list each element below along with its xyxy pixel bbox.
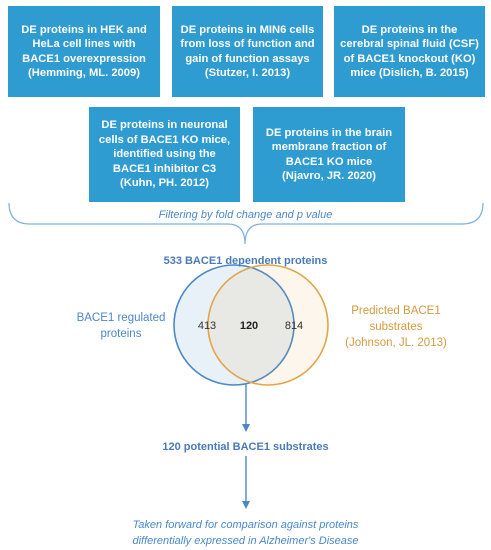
box-line: BACE1 KO mice <box>285 155 373 168</box>
box-line: identified using the <box>113 148 216 161</box>
label-line: (Johnson, JL. 2013) <box>345 337 447 349</box>
arrow-to-potential <box>242 383 250 432</box>
arrow-to-forward <box>242 456 250 509</box>
label-line: BACE1 regulated <box>76 312 166 324</box>
venn-right-count: 814 <box>284 320 304 332</box>
box-line: of BACE1 knockout (KO) <box>343 52 476 65</box>
box-line: cells of BACE1 KO mice, <box>98 133 231 146</box>
source-box-min6: DE proteins in MIN6 cells from loss of f… <box>172 6 323 97</box>
venn-left-circle <box>173 264 295 386</box>
venn-overlap-count: 120 <box>239 320 259 332</box>
box-line: membrane fraction of <box>271 141 387 153</box>
box-line: (Kuhn, PH. 2012) <box>120 177 209 190</box>
box-line: DE proteins in HEK and <box>21 23 147 36</box>
venn-left-label: BACE1 regulated proteins <box>46 310 196 342</box>
venn-right-circle <box>207 264 329 386</box>
source-box-neuronal: DE proteins in neuronal cells of BACE1 K… <box>89 107 240 202</box>
source-box-hek-hela: DE proteins in HEK and HeLa cell lines w… <box>8 6 160 97</box>
filter-caption: Filtering by fold change and p value <box>158 209 333 221</box>
source-box-brain: DE proteins in the brain membrane fracti… <box>253 107 405 202</box>
box-line: BACE1 inhibitor C3 <box>112 162 217 175</box>
box-line: HeLa cell lines with <box>32 38 136 50</box>
box-line: (Hemming, ML. 2009) <box>28 67 140 79</box>
forward-caption: Taken forward for comparison against pro… <box>0 517 491 549</box>
caption-line: differentially expressed in Alzheimer's … <box>132 535 359 547</box>
box-line: (Stutzer, I. 2013) <box>204 67 291 79</box>
box-line: DE proteins in the brain <box>265 126 393 139</box>
dependent-proteins-label: 533 BACE1 dependent proteins <box>163 255 328 267</box>
box-line: mice (Dislich, B. 2015) <box>350 67 469 79</box>
label-line: Predicted BACE1 <box>351 305 441 317</box>
filter-bracket <box>8 202 484 245</box>
box-line: DE proteins in MIN6 cells <box>180 23 315 36</box>
box-line: (Njavro, JR. 2020) <box>282 170 376 182</box>
box-line: from loss of function and <box>180 38 315 50</box>
source-box-csf: DE proteins in the cerebral spinal fluid… <box>334 6 485 97</box>
label-line: substrates <box>369 321 423 333</box>
caption-line: Taken forward for comparison against pro… <box>132 519 359 531</box>
potential-substrates-label: 120 potential BACE1 substrates <box>162 441 329 453</box>
box-line: cerebral spinal fluid (CSF) <box>340 38 479 50</box>
venn-right-label: Predicted BACE1 substrates (Johnson, JL.… <box>318 303 474 351</box>
venn-left-count: 413 <box>197 320 217 332</box>
box-line: BACE1 overexpression <box>22 52 146 65</box>
label-line: proteins <box>100 328 142 340</box>
box-line: gain of function assays <box>185 52 310 65</box>
box-line: DE proteins in neuronal <box>101 119 228 132</box>
box-line: DE proteins in the <box>361 23 458 36</box>
